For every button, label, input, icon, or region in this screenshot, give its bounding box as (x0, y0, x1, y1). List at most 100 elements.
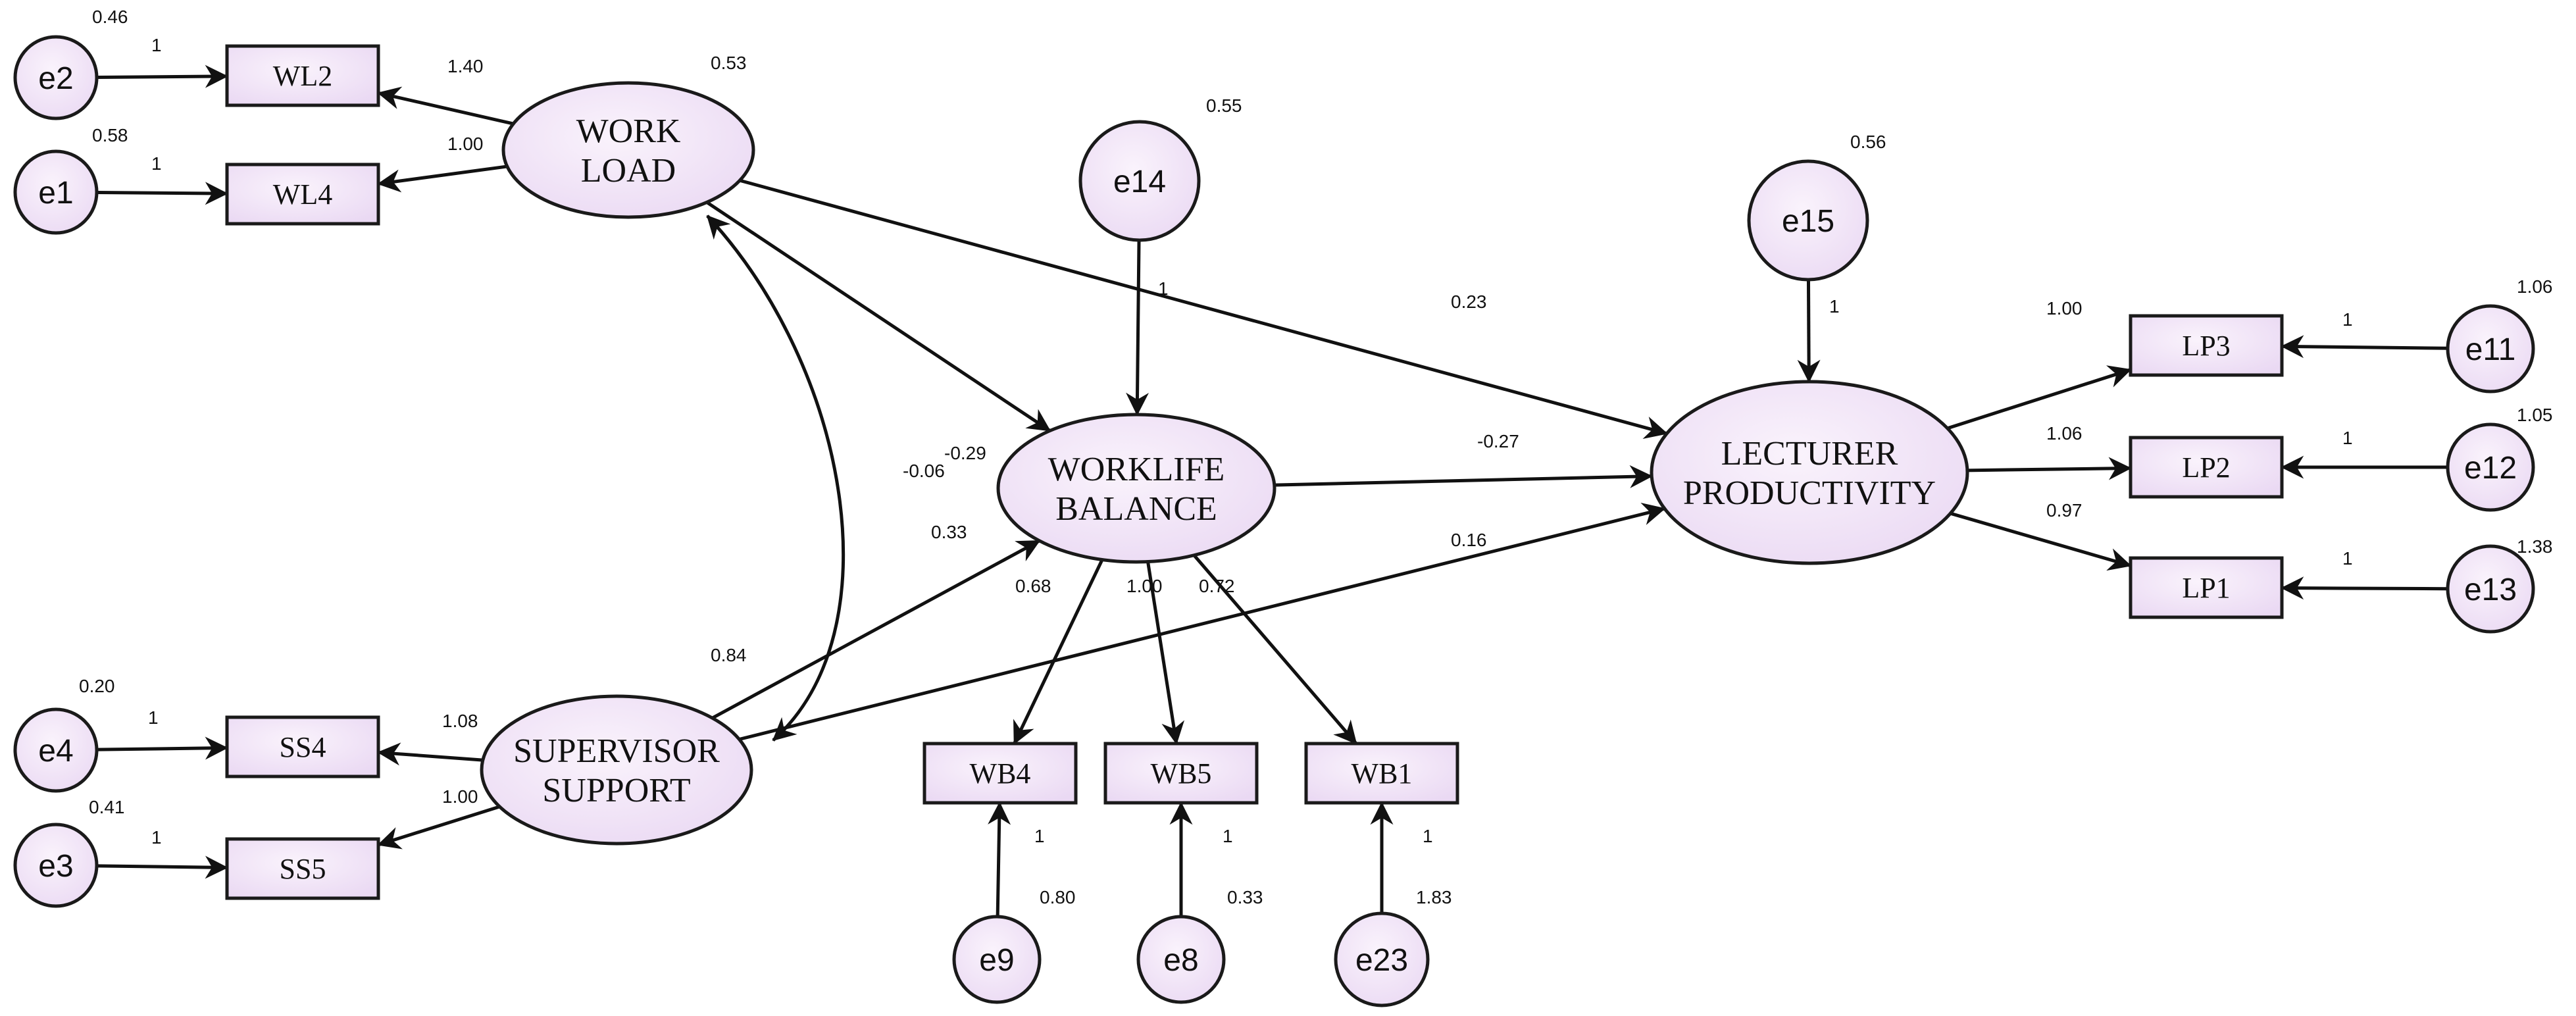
error-e11-circle (2446, 304, 2535, 394)
error-e12-path-weight: 1 (2342, 428, 2353, 448)
error-e9-circle (952, 915, 1042, 1004)
path-coefficient-wl-lp: 0.23 (1451, 292, 1487, 312)
latent-ss-ellipse (480, 694, 753, 846)
path-coefficient-ss-wb: 0.33 (931, 522, 967, 542)
error-e3-label: e3 (38, 849, 73, 884)
error-e4-path-weight: 1 (148, 707, 159, 728)
loading-arrow-lp-lp2 (1967, 457, 2132, 480)
error-arrow-e14 (1126, 240, 1149, 416)
loading-value-wb1: 0.72 (1199, 576, 1235, 596)
path-arrow-wl-wb (705, 201, 1051, 432)
error-e12-variance: 1.05 (2517, 405, 2553, 425)
error-e1-path-weight: 1 (151, 153, 162, 174)
error-arrow-e1 (96, 182, 228, 205)
path-arrow-wb-lp (1274, 465, 1653, 488)
error-e13-label: e13 (2464, 572, 2517, 607)
loading-value-lp3: 1.00 (2046, 298, 2083, 318)
error-e3-path-weight: 1 (151, 827, 162, 848)
latent-wl-variance: 0.53 (711, 53, 747, 73)
indicator-wb1-label: WB1 (1351, 757, 1413, 790)
indicator-lp3-label: LP3 (2182, 330, 2230, 362)
path-coefficient-wl-wb: -0.29 (944, 443, 986, 463)
loading-value-wl4: 1.00 (447, 134, 484, 154)
error-e2-path-weight: 1 (151, 35, 162, 55)
loading-value-lp1: 0.97 (2046, 500, 2083, 521)
error-e4-variance: 0.20 (79, 676, 115, 696)
error-e15-path-weight: 1 (1829, 296, 1840, 317)
path-coefficient-wb-lp: -0.27 (1477, 431, 1519, 451)
error-e23-variance: 1.83 (1416, 887, 1452, 907)
indicator-wb5-box (1103, 742, 1259, 805)
loading-arrow-wb-wb4 (1013, 559, 1104, 745)
loading-arrow-ss-ss5 (377, 805, 501, 850)
error-e9-variance: 0.80 (1040, 887, 1076, 907)
error-e11-label: e11 (2465, 332, 2516, 367)
error-e14-variance: 0.55 (1206, 95, 1242, 116)
error-e15-label: e15 (1782, 204, 1834, 239)
indicator-lp2-box (2129, 436, 2284, 499)
covariance-value: -0.06 (903, 461, 945, 481)
indicator-ss4-box (225, 715, 380, 778)
indicator-wl4-box (225, 163, 380, 226)
error-e13-path-weight: 1 (2342, 548, 2353, 569)
error-arrow-e2 (96, 64, 228, 88)
error-arrow-e13 (2281, 576, 2448, 600)
latent-ss-label-1: SUPERVISOR (513, 732, 720, 770)
error-e14-path-weight: 1 (1158, 278, 1169, 299)
loading-arrow-wb-wb5 (1146, 561, 1185, 745)
loading-arrow-wl-wl4 (377, 165, 508, 193)
loading-arrow-ss-ss4 (377, 742, 484, 766)
error-e2-circle (13, 35, 99, 120)
indicator-lp1-label: LP1 (2182, 572, 2230, 604)
error-e3-circle (13, 823, 99, 908)
indicator-wb1-box (1304, 742, 1459, 805)
latent-wl-label-2: LOAD (581, 152, 676, 190)
error-e11-variance: 1.06 (2517, 276, 2553, 297)
error-e23-label: e23 (1355, 943, 1408, 978)
loading-arrow-wb-wb1 (1192, 554, 1358, 745)
latent-wb-label-1: WORKLIFE (1048, 451, 1225, 488)
latent-lp-label-2: PRODUCTIVITY (1683, 474, 1936, 512)
error-e11-path-weight: 1 (2342, 309, 2353, 330)
indicator-lp2-label: LP2 (2182, 451, 2230, 484)
covariance-arrow-wl-ss (706, 215, 846, 742)
indicator-ss4-label: SS4 (280, 731, 326, 763)
error-e23-circle (1334, 911, 1430, 1007)
error-e1-variance: 0.58 (92, 125, 128, 145)
loading-value-wb5: 1.00 (1126, 576, 1163, 596)
error-e9-label: e9 (979, 943, 1014, 978)
indicator-wl2-label: WL2 (273, 60, 332, 92)
error-e12-label: e12 (2464, 451, 2517, 486)
latent-wb-ellipse (996, 413, 1276, 564)
path-arrow-ss-wb (711, 539, 1041, 720)
error-arrow-e3 (96, 855, 228, 879)
path-coefficient-ss-lp: 0.16 (1451, 530, 1487, 550)
error-arrow-e11 (2281, 335, 2448, 359)
error-e14-label: e14 (1113, 165, 1166, 199)
loading-arrow-lp-lp1 (1950, 511, 2132, 571)
error-e13-circle (2446, 544, 2535, 634)
error-e12-circle (2446, 422, 2535, 512)
error-e4-label: e4 (38, 734, 73, 769)
indicator-wb4-box (922, 742, 1078, 805)
error-e1-circle (13, 149, 99, 235)
error-e15-circle (1747, 159, 1869, 282)
latent-wb-label-2: BALANCE (1055, 490, 1217, 528)
error-e3-variance: 0.41 (89, 797, 125, 817)
latent-wl-ellipse (501, 81, 755, 219)
latent-wl-label-1: WORK (576, 113, 681, 150)
indicator-lp3-box (2129, 314, 2284, 377)
error-e4-circle (13, 707, 99, 793)
loading-value-lp2: 1.06 (2046, 423, 2083, 444)
path-arrow-ss-lp (738, 502, 1666, 741)
indicator-wl4-label: WL4 (273, 178, 332, 211)
loading-value-ss4: 1.08 (442, 711, 478, 731)
error-e2-variance: 0.46 (92, 7, 128, 27)
loading-value-wl2: 1.40 (447, 56, 484, 76)
loading-arrow-lp-lp3 (1946, 365, 2132, 430)
error-e8-circle (1136, 915, 1226, 1004)
latent-ss-variance: 0.84 (711, 645, 747, 665)
loading-value-ss5: 1.00 (442, 786, 478, 807)
loading-arrow-wl-wl2 (377, 86, 514, 126)
